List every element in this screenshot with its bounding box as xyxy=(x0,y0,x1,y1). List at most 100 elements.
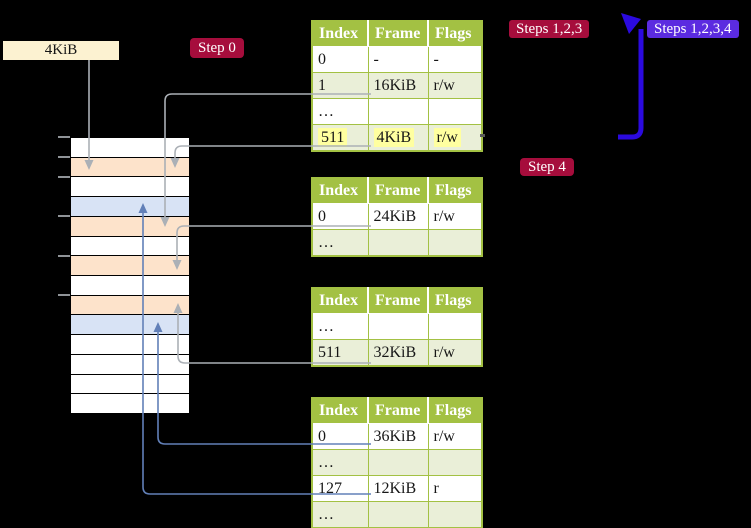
table-cell: r/w xyxy=(427,124,483,152)
tick-mark xyxy=(58,136,70,138)
table-row: … xyxy=(311,229,483,257)
column-header: Index xyxy=(312,288,368,314)
table-cell: 32KiB xyxy=(367,339,429,367)
table-cell: 511 xyxy=(311,124,369,152)
column-header: Index xyxy=(312,398,368,424)
table-cell: 1 xyxy=(311,72,369,99)
table-cell: … xyxy=(311,98,369,125)
tick-mark xyxy=(58,255,70,257)
table-cell: … xyxy=(311,313,369,340)
table-cell xyxy=(427,98,483,125)
memory-frame-8KiB xyxy=(71,177,189,198)
table-cell: - xyxy=(367,46,429,73)
step4-badge: Step 4 xyxy=(520,158,574,176)
table-row: … xyxy=(311,98,483,125)
table-cell: 12KiB xyxy=(367,475,429,502)
column-header: Flags xyxy=(427,288,482,314)
column-header: Index xyxy=(312,21,368,47)
column-header: Index xyxy=(312,178,368,204)
table-row: … xyxy=(311,313,483,340)
column-header: Flags xyxy=(427,398,482,424)
memory-frame-24KiB xyxy=(71,256,189,277)
highlighted-value: 4KiB xyxy=(373,127,415,147)
table-cell: r xyxy=(427,475,483,502)
column-header: Frame xyxy=(367,21,428,47)
tick-mark xyxy=(58,176,70,178)
memory-frame-36KiB xyxy=(71,315,189,336)
table-cell: 127 xyxy=(311,475,369,502)
memory-frame-20KiB xyxy=(71,236,189,257)
table-cell: … xyxy=(311,229,369,257)
step0-badge: Step 0 xyxy=(190,38,244,58)
memory-frame-44KiB xyxy=(71,354,189,375)
memory-frame-12KiB xyxy=(71,197,189,217)
memory-frame-52KiB xyxy=(71,394,189,414)
table-cell xyxy=(367,313,429,340)
table-cell: … xyxy=(311,449,369,476)
table-cell: 0 xyxy=(311,423,369,450)
memory-tick-marks xyxy=(58,136,70,414)
steps123-badge: Steps 1,2,3 xyxy=(509,20,590,38)
table-cell xyxy=(427,229,483,257)
table-cell: 0 xyxy=(311,203,369,230)
table-row: … xyxy=(311,501,483,528)
table-cell xyxy=(367,229,429,257)
memory-frame-4KiB xyxy=(71,157,189,178)
memory-frame-32KiB xyxy=(71,295,189,316)
physical-memory-strip xyxy=(70,137,190,414)
frame-size-label: 4KiB xyxy=(3,41,119,60)
table-cell xyxy=(427,501,483,528)
memory-frame-28KiB xyxy=(71,276,189,296)
table-cell xyxy=(367,98,429,125)
steps1234-badge: Steps 1,2,3,4 xyxy=(647,20,739,38)
table-cell: 511 xyxy=(311,339,369,367)
highlighted-value: r/w xyxy=(433,127,461,147)
table-cell: r/w xyxy=(427,339,483,367)
table-cell: r/w xyxy=(427,203,483,230)
table-row: … xyxy=(311,449,483,476)
table-cell: 16KiB xyxy=(367,72,429,99)
table-cell: r/w xyxy=(427,423,483,450)
column-header: Frame xyxy=(367,178,428,204)
column-header: Flags xyxy=(427,178,482,204)
table-row: 0-- xyxy=(311,46,483,73)
table-cell xyxy=(367,501,429,528)
table-cell xyxy=(427,449,483,476)
memory-frame-16KiB xyxy=(71,216,189,237)
tick-mark xyxy=(58,294,70,296)
connector-stub xyxy=(480,134,485,137)
highlighted-value: 511 xyxy=(318,127,348,147)
table-cell: r/w xyxy=(427,72,483,99)
memory-frame-48KiB xyxy=(71,374,189,395)
table-cell: - xyxy=(427,46,483,73)
memory-frame-0KiB xyxy=(71,138,189,158)
tick-mark xyxy=(58,215,70,217)
arrowhead xyxy=(621,13,641,34)
table-cell: 24KiB xyxy=(367,203,429,230)
tick-mark xyxy=(58,156,70,158)
column-header: Flags xyxy=(427,21,482,47)
table-cell xyxy=(367,449,429,476)
column-header: Frame xyxy=(367,288,428,314)
table-row: 511 4KiB r/w xyxy=(311,124,483,152)
table-cell: 0 xyxy=(311,46,369,73)
table-cell: 4KiB xyxy=(367,124,429,152)
loop-arrow-steps-1234 xyxy=(618,13,644,140)
memory-frame-40KiB xyxy=(71,335,189,355)
table-cell: 36KiB xyxy=(367,423,429,450)
table-cell xyxy=(427,313,483,340)
